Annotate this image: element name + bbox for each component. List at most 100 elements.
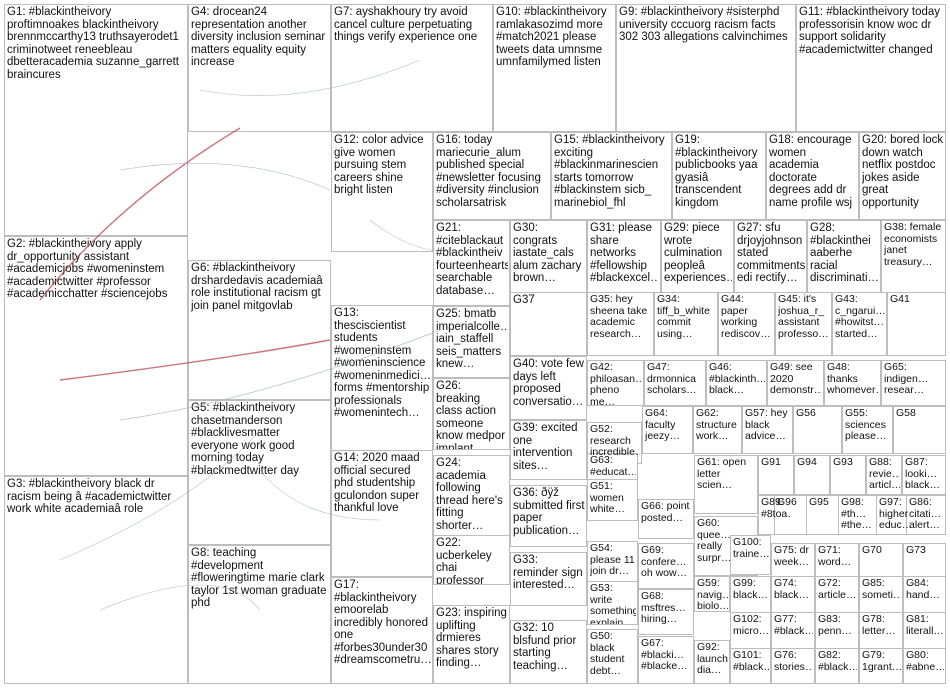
group-label: G64: faculty jeezy…	[645, 408, 681, 442]
group-g68: G68: msftres… hiring…	[638, 589, 694, 635]
group-label: G77: #black…	[774, 614, 813, 637]
group-g91: G91	[758, 455, 794, 495]
group-label: G59: navig… biolo… invas…	[697, 578, 728, 612]
group-label: G7: ayshakhoury try avoid cancel culture…	[334, 6, 478, 43]
group-label: G67: #blacki… #blacke…	[641, 638, 688, 672]
group-g29: G29: piece wrote culmination peopleâ exp…	[661, 220, 734, 306]
group-g57: G57: hey black advice…	[742, 406, 793, 454]
group-label: G39: excited one intervention sites…	[513, 422, 578, 472]
group-label: G28: #blackinthei aaberhe racial discrim…	[810, 222, 879, 284]
group-g33: G33: reminder sign interested…	[510, 552, 587, 606]
group-g22: G22: ucberkeley chai professor harry edw…	[433, 535, 510, 585]
group-label: G54: please 11 join dr…	[590, 543, 635, 577]
group-label: G36: ðÿž submitted first paper publicati…	[513, 487, 585, 537]
group-label: G89: #8toa…	[761, 497, 792, 520]
group-label: G23: inspiring uplifting drmieres shares…	[436, 607, 507, 669]
group-label: G102: micro…	[733, 614, 769, 637]
group-label: G79: 1grant…	[862, 650, 901, 673]
group-g62: G62: structure work…	[693, 406, 742, 454]
group-g13: G13: thesciscientist students #womeninst…	[331, 305, 433, 455]
group-g42: G42: philoasan… pheno me… writeup…	[587, 360, 644, 406]
group-label: G47: drmonnica scholars…	[647, 362, 697, 396]
group-g86: G86: citati… alert…	[906, 495, 946, 535]
group-g1: G1: #blackintheivory proftimnoakes black…	[4, 4, 188, 236]
group-label: G88: revie… articl…	[869, 457, 900, 491]
group-g77: G77: #black…	[771, 612, 815, 652]
group-g14: G14: 2020 maad official secured phd stud…	[331, 450, 433, 577]
group-label: G87: looki… black…	[905, 457, 941, 491]
group-g94: G94	[794, 455, 830, 495]
group-g18: G18: encourage women academia doctorate …	[766, 132, 859, 220]
group-g54: G54: please 11 join dr…	[587, 541, 638, 585]
group-label: G33: reminder sign interested…	[513, 554, 583, 591]
group-label: G21: #citeblackaut #blackintheiv fourtee…	[436, 222, 508, 297]
group-g39: G39: excited one intervention sites…	[510, 420, 587, 480]
group-label: G35: hey sheena take academic research…	[590, 294, 648, 340]
group-g50: G50: black student debt…	[587, 629, 638, 684]
group-label: G74: black…	[774, 578, 810, 601]
group-g17: G17: #blackintheivory emoorelab incredib…	[331, 577, 433, 684]
group-g25: G25: bmatb imperialcolle… iain_staffell …	[433, 306, 510, 378]
group-label: G24: academia following thread here's fi…	[436, 457, 503, 532]
group-label: G56	[796, 408, 816, 419]
group-g74: G74: black…	[771, 576, 815, 616]
group-g51: G51: women white…	[587, 479, 638, 521]
group-g41: G41	[887, 292, 946, 356]
group-label: G98: #th… #the…	[841, 497, 872, 531]
group-label: G43: c_ngarui… #howitst… started…	[835, 294, 885, 340]
group-label: G19: #blackintheivory publicbooks yaa gy…	[675, 134, 758, 209]
group-g92: G92: launch dia…	[694, 640, 730, 684]
group-g28: G28: #blackinthei aaberhe racial discrim…	[807, 220, 881, 306]
group-label: G5: #blackintheivory chasetmanderson #bl…	[191, 402, 300, 477]
group-g37: G37	[510, 292, 587, 356]
group-label: G8: teaching #development #floweringtime…	[191, 547, 327, 609]
group-label: G81: literall…	[906, 614, 944, 637]
group-g24: G24: academia following thread here's fi…	[433, 455, 510, 537]
group-g47: G47: drmonnica scholars…	[644, 360, 706, 406]
group-g98: G98: #th… #the…	[838, 495, 880, 535]
group-label: G60: quee… really surpr…	[697, 518, 732, 564]
group-g102: G102: micro…	[730, 612, 771, 652]
group-label: G22: ucberkeley chai professor harry edw…	[436, 537, 492, 585]
group-label: G61: open letter scien…	[697, 457, 747, 491]
group-g99: G99: black…	[730, 576, 771, 616]
group-label: G94	[797, 457, 817, 468]
group-g55: G55: sciences please…	[842, 406, 893, 454]
group-label: G44: paper working rediscov…	[721, 294, 771, 340]
group-g11: G11: #blackintheivory today professorisi…	[796, 4, 946, 132]
group-label: G17: #blackintheivory emoorelab incredib…	[334, 579, 431, 666]
group-label: G84: hand…	[906, 578, 940, 601]
group-label: G99: black…	[733, 578, 769, 601]
group-label: G46: #blackinth… black…	[709, 362, 765, 396]
group-label: G100: traine…	[733, 537, 769, 560]
group-label: G91	[761, 457, 781, 468]
group-label: G95	[809, 497, 829, 508]
group-label: G76: stories…	[774, 650, 813, 673]
group-label: G27: sfu drjoyjohnson stated commitments…	[737, 222, 805, 284]
group-g27: G27: sfu drjoyjohnson stated commitments…	[734, 220, 807, 306]
group-label: G93	[833, 457, 853, 468]
group-g69: G69: confere… oh wow…	[638, 543, 694, 589]
group-g49: G49: see 2020 demonstr…	[767, 360, 824, 406]
group-g83: G83: penn…	[815, 612, 859, 652]
group-g58: G58	[893, 406, 946, 454]
group-label: G66: point posted…	[641, 501, 690, 524]
group-label: G63: #educat…	[590, 455, 636, 478]
group-g76: G76: stories…	[771, 648, 815, 684]
group-g81: G81: literall…	[903, 612, 946, 652]
group-label: G71: word…	[818, 545, 852, 568]
group-label: G25: bmatb imperialcolle… iain_staffell …	[436, 308, 508, 370]
group-g48: G48: thanks whomever…	[824, 360, 881, 406]
group-label: G3: #blackintheivory black dr racism bei…	[7, 478, 172, 515]
group-label: G82: #black…	[818, 650, 857, 673]
group-g19: G19: #blackintheivory publicbooks yaa gy…	[672, 132, 766, 220]
group-g30: G30: congrats iastate_cals alum zachary …	[510, 220, 587, 306]
group-label: G50: black student debt…	[590, 631, 625, 677]
group-label: G2: #blackintheivory apply dr_opportunit…	[7, 238, 168, 300]
group-g5: G5: #blackintheivory chasetmanderson #bl…	[188, 400, 331, 545]
group-label: G34: tiff_b_white commit using…	[657, 294, 710, 340]
group-g61: G61: open letter scien…	[694, 455, 758, 514]
group-g65: G65: indigen… resear…	[881, 360, 946, 406]
group-label: G70	[862, 545, 882, 556]
